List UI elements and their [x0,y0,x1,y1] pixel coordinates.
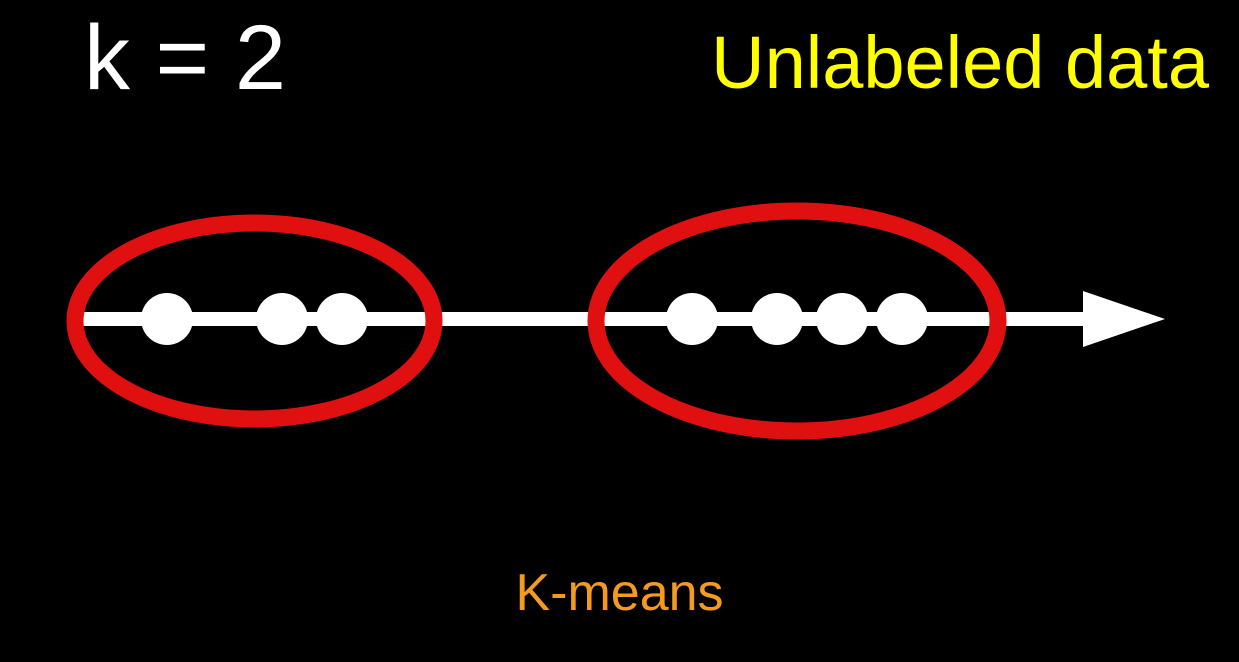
data-point-5 [751,293,803,345]
points-layer [141,293,928,345]
data-point-3 [316,293,368,345]
data-point-7 [876,293,928,345]
data-point-4 [666,293,718,345]
cluster-1-outline [66,214,443,428]
axis-arrowhead [1083,291,1165,347]
title-label: Unlabeled data [711,21,1209,104]
cluster-2-outline [587,202,1007,440]
data-point-6 [816,293,868,345]
data-point-1 [141,293,193,345]
k-label: k = 2 [84,7,287,109]
data-point-2 [256,293,308,345]
clusters-layer [66,202,1007,440]
method-label: K-means [515,564,724,622]
